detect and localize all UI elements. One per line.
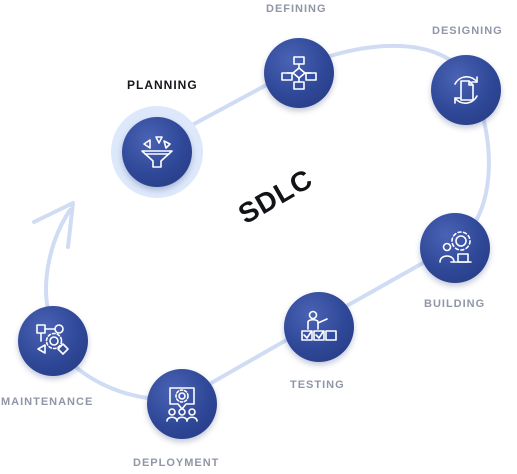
stage-defining[interactable] [264, 38, 334, 108]
lifecycle-ring [50, 43, 491, 402]
gear-person-icon [439, 231, 472, 263]
stage-planning[interactable] [122, 117, 192, 187]
flowchart-icon [281, 56, 317, 90]
team-gear-icon [166, 387, 198, 422]
document-cycle-icon [454, 76, 478, 104]
arrowhead-icon [32, 201, 75, 249]
stage-label-testing: TESTING [290, 379, 345, 391]
maintenance-flow-icon [36, 324, 69, 355]
funnel-icon [141, 136, 173, 168]
stage-maintenance[interactable] [18, 306, 88, 376]
stage-designing[interactable] [431, 55, 501, 125]
stage-label-defining: DEFINING [266, 3, 327, 15]
stage-label-planning: PLANNING [127, 78, 198, 92]
stage-label-maintenance: MAINTENANCE [1, 396, 94, 408]
stage-deployment[interactable] [147, 369, 217, 439]
return-arrow-line [44, 208, 72, 312]
stage-label-designing: DESIGNING [432, 25, 503, 37]
stage-label-deployment: DEPLOYMENT [133, 457, 220, 469]
stage-building[interactable] [420, 213, 490, 283]
checklist-person-icon [301, 310, 337, 341]
stage-label-building: BUILDING [424, 298, 486, 310]
stage-testing[interactable] [284, 292, 354, 362]
